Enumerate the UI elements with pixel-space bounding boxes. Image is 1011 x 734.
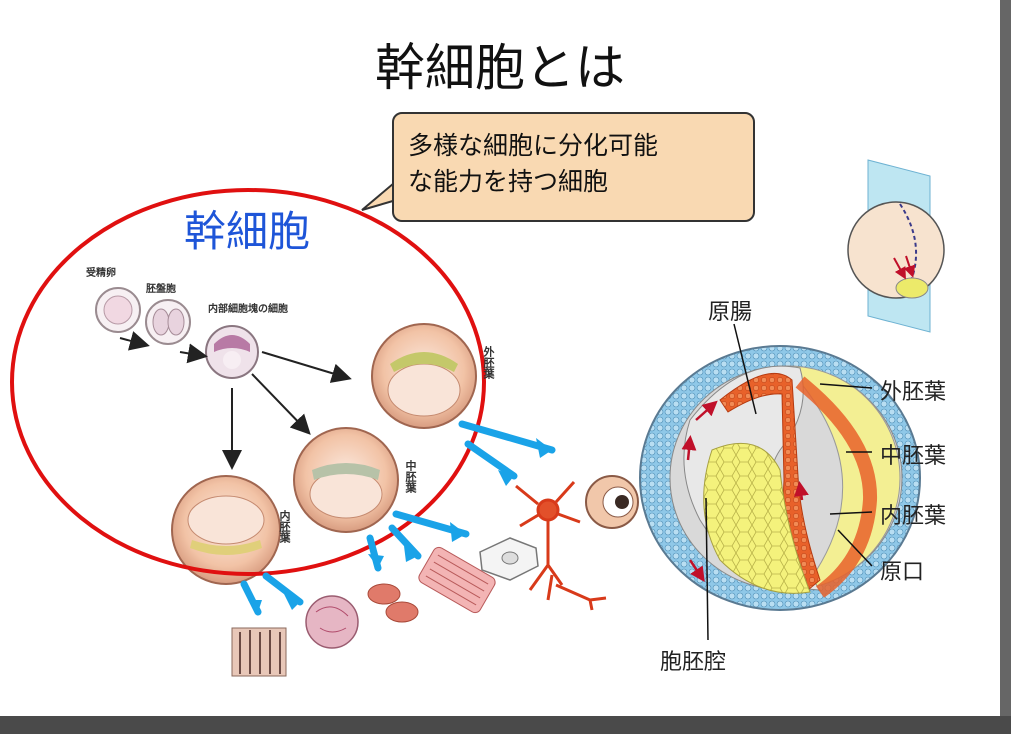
diagram-canvas: [10, 159, 945, 677]
endoderm-cell: [171, 475, 281, 585]
two-cell-embryo: [145, 299, 191, 345]
fertilized-egg-label: 受精卵: [86, 268, 116, 279]
ectoderm-label: 外胚葉: [880, 380, 947, 405]
callout-line-2: な能力を持つ細胞: [408, 167, 609, 196]
blastomere-label: 胚盤胞: [146, 284, 176, 295]
mesoderm-label: 中胚葉: [880, 444, 947, 469]
liver-tissue: [305, 595, 359, 649]
muscle-cells: [418, 546, 496, 614]
stem-cell-label: 幹細胞: [184, 207, 311, 256]
neuron-cell: [515, 480, 607, 611]
leader-lines: [705, 323, 873, 641]
embryo-plane-diagram: [847, 159, 945, 333]
intestinal-tissue: [231, 627, 287, 677]
slide: 幹細胞とは 多様な細胞に分化可能 な能力を持つ細胞 幹細胞 受精卵 胚盤胞 内部…: [0, 0, 1000, 716]
red-blood-cells: [367, 583, 419, 623]
slide-title: 幹細胞とは: [375, 39, 625, 97]
blastocoel-label: 胞胚腔: [660, 650, 727, 675]
inner-cell-mass-cell: [205, 325, 259, 379]
fertilized-egg-cell: [95, 287, 141, 333]
callout-box: 多様な細胞に分化可能 な能力を持つ細胞: [392, 112, 755, 222]
window-bottom-edge: [0, 716, 1011, 734]
blastopore-label: 原口: [880, 560, 925, 585]
inner-cell-mass-label: 内部細胞塊の細胞: [208, 304, 288, 315]
ectoderm-cell: [371, 323, 477, 429]
epithelial-cell: [479, 537, 539, 581]
archenteron-label: 原腸: [708, 300, 753, 325]
mesoderm-vertical-label: 中胚葉: [404, 460, 417, 493]
endoderm-vertical-label: 内胚葉: [278, 510, 291, 543]
endoderm-label: 内胚葉: [880, 504, 947, 529]
gastrula-diagram: [639, 345, 921, 611]
mesoderm-cell: [293, 427, 399, 533]
stem-cell-circle: [10, 188, 486, 576]
eye-cell: [585, 475, 639, 529]
ectoderm-vertical-label: 外胚葉: [482, 346, 495, 379]
window-right-edge: [1000, 0, 1011, 734]
callout-line-1: 多様な細胞に分化可能: [408, 131, 659, 160]
